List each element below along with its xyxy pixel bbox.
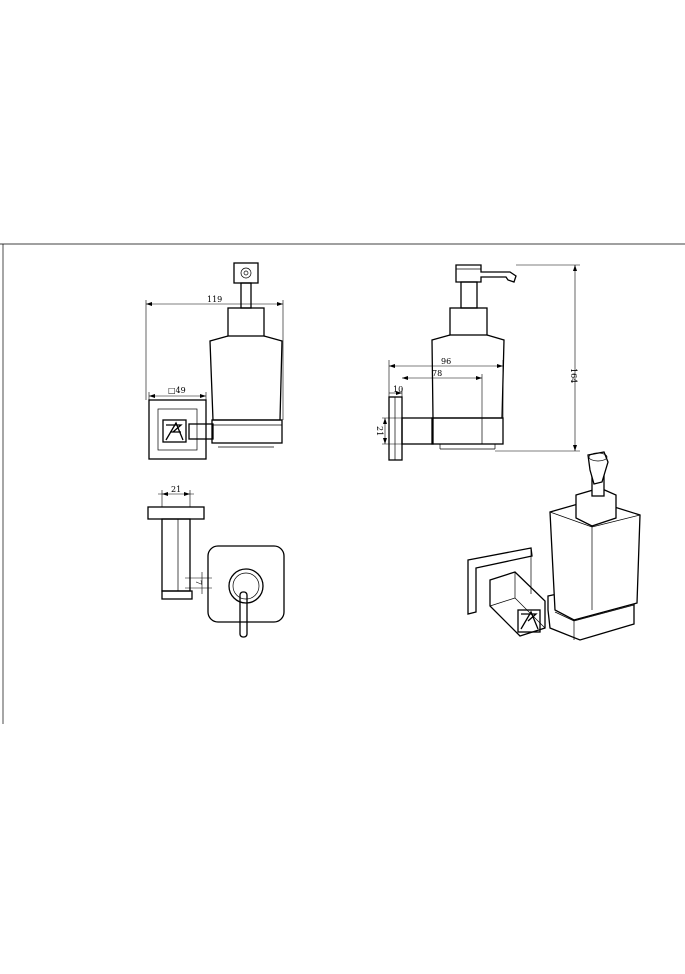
pump-stem-side [460, 281, 478, 309]
rear-wall-plate [207, 545, 285, 623]
bottle-neck-side [449, 307, 488, 336]
dimension-49: □49 [148, 386, 207, 400]
iso-pump-head [587, 451, 609, 485]
bottle-body [209, 335, 283, 421]
dimension-78-label: 78 [432, 369, 442, 378]
logo-emblem [162, 419, 187, 443]
sheet-border [0, 243, 685, 724]
support-arm [188, 423, 214, 440]
dimension-21-top-label: 21 [171, 485, 181, 494]
dimension-49-label: □49 [168, 386, 186, 395]
top-plate [147, 506, 205, 520]
rear-hub-outer [228, 568, 264, 604]
bracket-foot [161, 590, 193, 600]
bottle-neck [227, 307, 265, 337]
dimension-21-vertical-label: 21 [375, 426, 384, 436]
dimension-10: 10 [389, 385, 403, 397]
dimension-119: 119 [145, 295, 284, 420]
wall-plate-side [388, 396, 403, 461]
top-view: 21 7 [147, 485, 212, 600]
wall-flange [148, 399, 207, 460]
holder-ring-side [431, 417, 504, 445]
side-view: 164 96 78 10 [375, 264, 580, 461]
rear-lever [239, 591, 248, 638]
dimension-164-label: 164 [569, 368, 578, 383]
dimension-96-label: 96 [441, 357, 451, 366]
dimension-21-top: 21 [158, 485, 194, 507]
dimension-78: 78 [402, 369, 483, 418]
support-arm-side [401, 417, 434, 445]
rear-view [207, 545, 285, 638]
iso-logo-emblem [517, 609, 541, 633]
dimension-10-label: 10 [393, 385, 403, 394]
holder-ring [211, 419, 283, 444]
pump-head [233, 262, 259, 284]
front-view: 119 □49 [145, 262, 284, 460]
bottle-body-side [431, 334, 505, 419]
dimension-96: 96 [388, 357, 504, 418]
dimension-7-label: 7 [194, 580, 203, 585]
dimension-164: 164 [495, 264, 580, 452]
bracket-tube [161, 518, 191, 592]
dimension-119-label: 119 [207, 295, 222, 304]
isometric-view [467, 451, 641, 641]
iso-wall-plate [467, 547, 533, 615]
dimension-21-vertical: 21 [375, 417, 402, 445]
pump-spout [455, 264, 517, 283]
